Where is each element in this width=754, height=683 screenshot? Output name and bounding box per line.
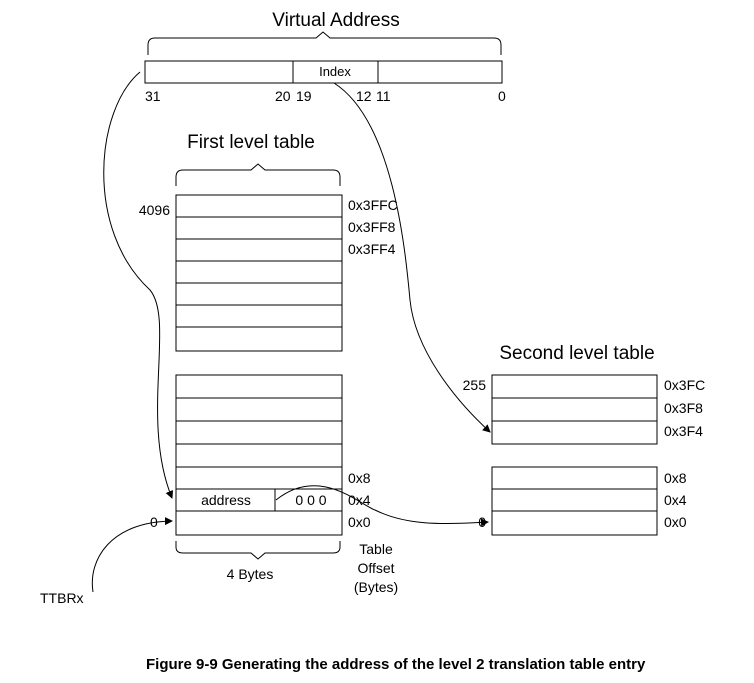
- four-bytes-label: 4 Bytes: [227, 566, 274, 582]
- first-level-offset-0x3ffc: 0x3FFC: [348, 197, 398, 213]
- first-level-title: First level table: [187, 132, 315, 153]
- first-level-top-rows: [175, 194, 343, 352]
- first-level-offset-0x3ff4: 0x3FF4: [348, 241, 396, 257]
- table-offset-caption-line2: Offset: [357, 560, 394, 576]
- first-level-bottom-rows: [175, 374, 343, 536]
- four-bytes-brace: [175, 541, 341, 560]
- virtual-address-register: [144, 60, 503, 84]
- arrow-second-level-index: [333, 82, 491, 433]
- bit-20: 20: [275, 88, 291, 104]
- figure-caption: Figure 9-9 Generating the address of the…: [146, 656, 646, 673]
- second-level-top-rows: [491, 374, 658, 445]
- zero-bits-label: 0 0 0: [295, 492, 326, 508]
- first-level-brace: [175, 163, 341, 186]
- second-level-offset-0x0: 0x0: [664, 514, 687, 530]
- address-field-label: address: [201, 492, 251, 508]
- second-level-offset-0x4: 0x4: [664, 492, 687, 508]
- arrow-first-level-index: [103, 71, 174, 499]
- second-level-bottom-rows: [491, 466, 658, 536]
- bit-19: 19: [296, 88, 312, 104]
- arrow-table-base: [275, 485, 489, 527]
- first-level-offset-0x4: 0x4: [348, 492, 371, 508]
- virtual-address-title: Virtual Address: [272, 10, 399, 31]
- index-field-label: Index: [319, 64, 351, 79]
- bit-11: 11: [376, 88, 391, 104]
- first-level-offset-0x0: 0x0: [348, 514, 371, 530]
- arrow-ttbr: [91, 517, 173, 593]
- second-level-offset-0x8: 0x8: [664, 470, 687, 486]
- table-offset-caption-line1: Table: [359, 541, 393, 557]
- bit-12: 12: [356, 88, 372, 104]
- first-level-entry-count: 4096: [139, 202, 170, 218]
- virtual-address-brace: [147, 31, 502, 55]
- bit-0: 0: [498, 88, 506, 104]
- first-level-offset-0x8: 0x8: [348, 470, 371, 486]
- table-offset-caption-line3: (Bytes): [354, 579, 398, 595]
- second-level-offset-0x3f4: 0x3F4: [664, 423, 703, 439]
- second-level-title: Second level table: [499, 343, 654, 364]
- first-level-offset-0x3ff8: 0x3FF8: [348, 219, 396, 235]
- second-level-entry-count: 255: [463, 377, 487, 393]
- bit-31: 31: [145, 88, 161, 104]
- second-level-offset-0x3f8: 0x3F8: [664, 400, 703, 416]
- second-level-offset-0x3fc: 0x3FC: [664, 377, 705, 393]
- ttbr-label: TTBRx: [40, 590, 84, 606]
